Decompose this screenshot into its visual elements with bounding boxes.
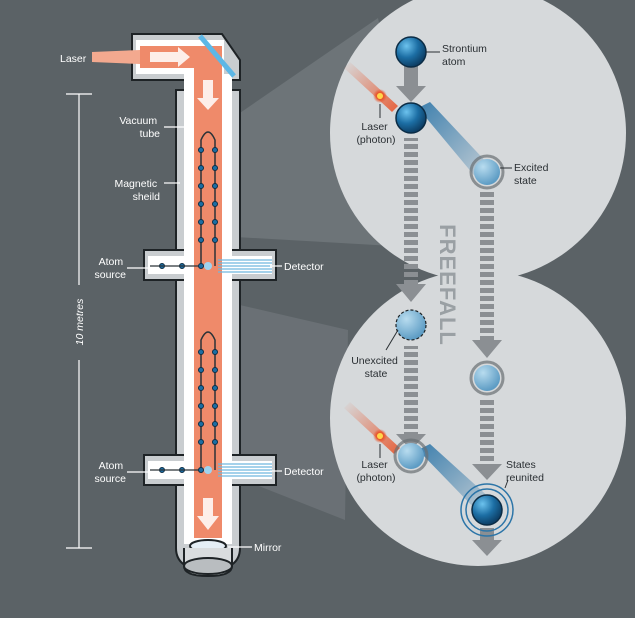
label-excited-state-line2: state: [514, 175, 537, 187]
beam-arrow-right: [150, 47, 190, 67]
label-strontium-atom: Strontium atom: [442, 43, 490, 68]
label-detector-upper: Detector: [284, 261, 324, 273]
label-states-reunited: States reunited: [506, 459, 544, 484]
freefall-arrows: [396, 66, 502, 556]
label-magnetic-shield: Magnetic sheild: [114, 178, 160, 203]
atom-paths-lower: [200, 331, 216, 470]
label-atom-source-upper-line1: Atom: [99, 256, 124, 268]
label-laser-photon-upper-line2: (photon): [356, 134, 395, 146]
label-laser-photon-upper: Laser (photon): [356, 121, 395, 146]
reunite-trail-lower: [418, 444, 492, 514]
inner-leader-lines: [379, 51, 512, 489]
label-excited-state-line1: Excited: [514, 162, 549, 174]
leader-lines: [66, 93, 282, 549]
label-magnetic-shield-line2: sheild: [133, 191, 161, 203]
label-atom-source-upper: Atom source: [94, 256, 126, 281]
laser-beam-vertical: [194, 60, 222, 538]
label-states-reunited-line2: reunited: [506, 472, 544, 484]
label-vacuum-tube-line2: tube: [140, 128, 161, 140]
zoom-circle-lower: [330, 270, 626, 566]
unexcited-state-atom: [395, 309, 427, 341]
label-height: 10 metres: [74, 298, 86, 345]
detector-beam-upper: [218, 259, 272, 273]
photon-beam-lower: [344, 402, 400, 454]
label-vacuum-tube-line1: Vacuum: [119, 115, 157, 127]
label-unexcited-state: Unexcited state: [351, 355, 401, 380]
label-strontium-line2: atom: [442, 56, 466, 68]
atom-after-laser-lower: [393, 438, 429, 474]
label-unexcited-state-line2: state: [365, 368, 388, 380]
label-states-reunited-line1: States: [506, 459, 536, 471]
beam-arrow-down: [197, 80, 219, 110]
label-mirror: Mirror: [254, 542, 282, 554]
top-mirror: [198, 34, 236, 78]
tube-apparatus: [92, 33, 277, 578]
label-atom-source-lower-line2: source: [94, 473, 126, 485]
reunited-atom: [460, 483, 514, 537]
label-detector-lower: Detector: [284, 466, 324, 478]
label-laser: Laser: [60, 53, 87, 65]
label-laser-photon-upper-line1: Laser: [361, 121, 388, 133]
excited-trail-upper: [418, 102, 490, 180]
label-strontium-line1: Strontium: [442, 43, 487, 55]
label-unexcited-state-line1: Unexcited: [351, 355, 398, 367]
label-atom-source-lower: Atom source: [94, 460, 126, 485]
label-magnetic-shield-line1: Magnetic: [114, 178, 157, 190]
atom-paths-upper: [200, 131, 216, 266]
label-atom-source-upper-line2: source: [94, 269, 126, 281]
label-freefall: FREEFALL: [435, 224, 460, 346]
beam-arrow-down-bottom: [197, 498, 219, 530]
detector-beam-lower: [218, 463, 272, 477]
excited-state-atom: [469, 154, 505, 190]
label-laser-photon-lower-line2: (photon): [356, 472, 395, 484]
label-excited-state: Excited state: [514, 162, 551, 187]
strontium-atom: [395, 36, 427, 68]
atom-after-laser-upper: [395, 102, 427, 134]
excited-atom-lower: [469, 360, 505, 396]
label-atom-source-lower-line1: Atom: [99, 460, 124, 472]
laser-input-beam: [92, 50, 140, 64]
label-vacuum-tube: Vacuum tube: [119, 115, 160, 140]
label-laser-photon-lower-line1: Laser: [361, 459, 388, 471]
label-laser-photon-lower: Laser (photon): [356, 459, 395, 484]
